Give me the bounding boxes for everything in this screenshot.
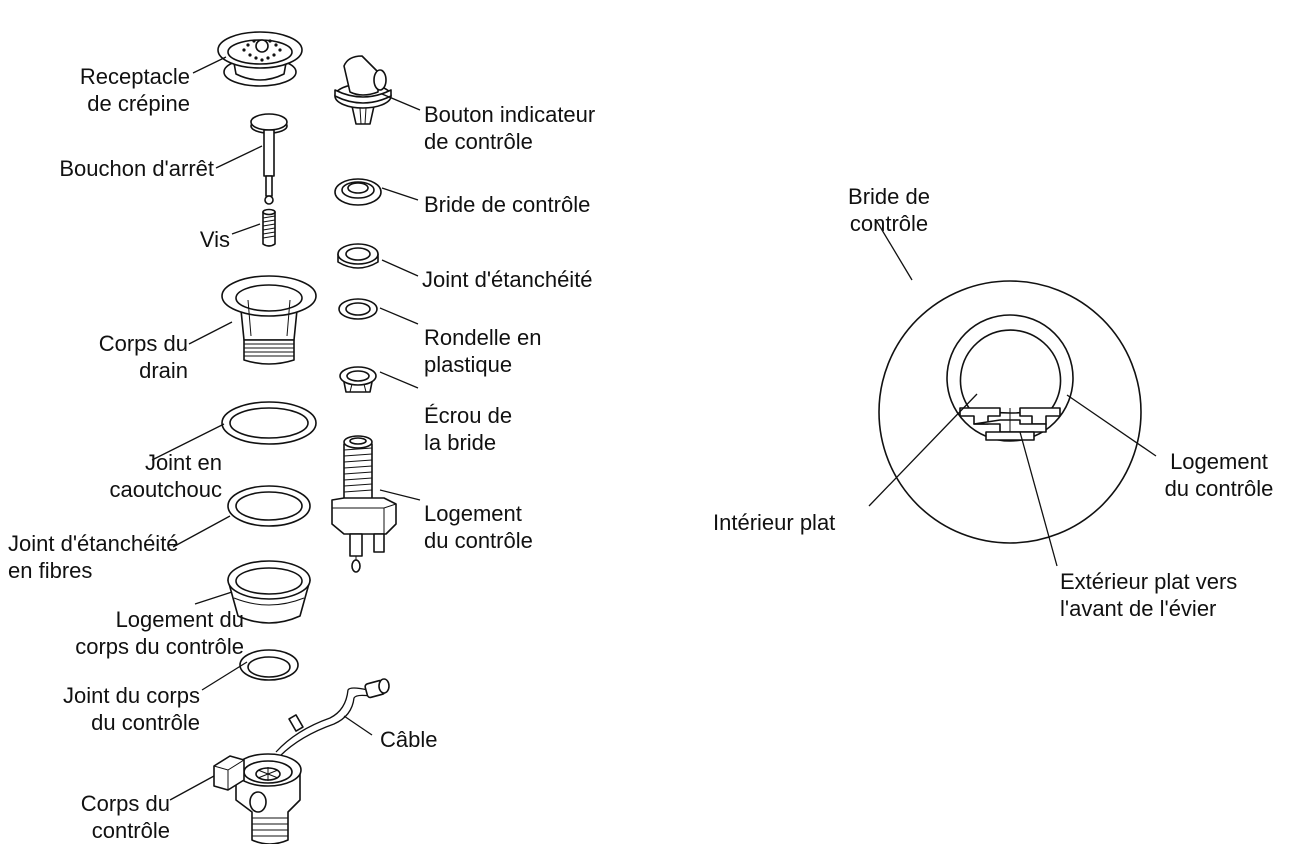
- label-line: drain: [139, 358, 188, 383]
- strainer-basket-part: [217, 31, 303, 87]
- label-line: Logement du: [115, 607, 244, 632]
- label-line: du contrôle: [1164, 476, 1274, 501]
- label-line: corps du contrôle: [75, 634, 244, 659]
- label-line: de crépine: [87, 91, 190, 116]
- label-rubber-gasket: Joint en caoutchouc: [40, 449, 222, 503]
- control-flange-part: [334, 178, 382, 206]
- flange-detail-view: [878, 280, 1142, 544]
- drain-body-part: [221, 275, 317, 365]
- label-flange-nut: Écrou de la bride: [424, 402, 512, 456]
- control-body-part: [213, 678, 390, 844]
- detail-label-housing: Logement du contrôle: [1150, 448, 1288, 502]
- label-control-body-gasket: Joint du corps du contrôle: [30, 682, 200, 736]
- label-drain-body: Corps du drain: [60, 330, 188, 384]
- label-line: plastique: [424, 352, 513, 377]
- label-line: Corps du: [80, 791, 170, 816]
- flange-nut-part: [339, 366, 377, 393]
- label-line: Bouchon d'arrêt: [59, 156, 214, 181]
- detail-label-flange: Bride de contrôle: [842, 183, 936, 237]
- label-control-body-housing: Logement du corps du contrôle: [30, 606, 244, 660]
- label-line: Receptacle: [79, 64, 190, 89]
- label-strainer-receptacle: Receptacle de crépine: [42, 63, 190, 117]
- label-line: Corps du: [98, 331, 188, 356]
- control-body-housing-part: [227, 560, 311, 624]
- rubber-gasket-part: [221, 401, 317, 445]
- label-line: Vis: [199, 227, 230, 252]
- label-seal: Joint d'étanchéité: [422, 266, 593, 293]
- label-stopper: Bouchon d'arrêt: [0, 155, 214, 182]
- label-fiber-gasket: Joint d'étanchéité en fibres: [8, 530, 179, 584]
- label-screw: Vis: [160, 226, 230, 253]
- label-cable: Câble: [380, 726, 437, 753]
- control-body-gasket-part: [239, 649, 299, 681]
- label-control-knob: Bouton indicateur de contrôle: [424, 101, 595, 155]
- label-line: Logement: [1170, 449, 1268, 474]
- detail-label-flat-interior: Intérieur plat: [713, 509, 835, 536]
- label-control-body: Corps du contrôle: [50, 790, 170, 844]
- label-control-flange: Bride de contrôle: [424, 191, 590, 218]
- detail-label-flat-exterior: Extérieur plat vers l'avant de l'évier: [1060, 568, 1237, 622]
- label-line: du contrôle: [424, 528, 533, 553]
- label-line: Joint du corps: [63, 683, 200, 708]
- label-line: caoutchouc: [109, 477, 222, 502]
- label-line: Joint d'étanchéité: [8, 531, 179, 556]
- label-line: Bouton indicateur: [424, 102, 596, 127]
- control-housing-part: [331, 435, 397, 573]
- label-line: du contrôle: [91, 710, 200, 735]
- control-knob-part: [334, 55, 392, 125]
- screw-part: [262, 208, 276, 247]
- label-line: contrôle: [849, 211, 929, 236]
- label-line: de contrôle: [424, 129, 533, 154]
- label-line: Joint en: [144, 450, 222, 475]
- label-line: Joint d'étanchéité: [422, 267, 593, 292]
- label-line: Rondelle en: [424, 325, 542, 350]
- label-line: Logement: [424, 501, 522, 526]
- label-line: contrôle: [91, 818, 170, 843]
- label-plastic-washer: Rondelle en plastique: [424, 324, 541, 378]
- label-line: la bride: [424, 430, 497, 455]
- label-control-housing: Logement du contrôle: [424, 500, 533, 554]
- stopper-part: [250, 113, 288, 205]
- plastic-washer-part: [338, 298, 378, 320]
- label-line: en fibres: [8, 558, 93, 583]
- label-line: Bride de contrôle: [424, 192, 591, 217]
- label-line: Câble: [380, 727, 438, 752]
- label-line: l'avant de l'évier: [1060, 596, 1217, 621]
- label-line: Bride de: [848, 184, 930, 209]
- fiber-gasket-part: [227, 485, 311, 527]
- label-line: Écrou de: [424, 403, 513, 428]
- label-line: Extérieur plat vers: [1060, 569, 1238, 594]
- seal-part: [337, 243, 379, 269]
- label-line: Intérieur plat: [713, 510, 836, 535]
